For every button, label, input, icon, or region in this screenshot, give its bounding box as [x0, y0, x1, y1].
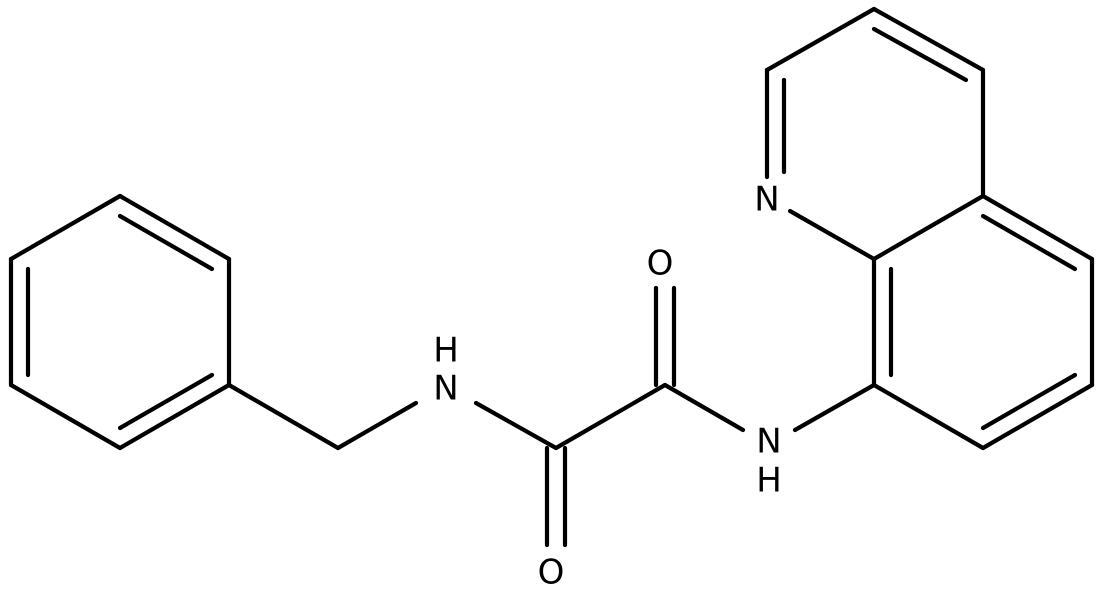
bond: [980, 382, 1095, 451]
benzene-ring: [8, 193, 232, 451]
bond: [117, 193, 232, 262]
bond: [871, 6, 986, 73]
quinoline-benzo-ring: [871, 193, 1095, 451]
amide-nitrogen-label: N: [756, 422, 781, 462]
quinoline-nitrogen-label: N: [754, 180, 779, 220]
double-bond-inner: [871, 26, 969, 83]
bond: [764, 6, 877, 73]
bond: [8, 382, 123, 451]
amide-hydrogen-label: H: [433, 331, 459, 371]
bond: [117, 382, 232, 451]
bond: [980, 193, 1095, 262]
amide-hydrogen-label: H: [756, 461, 782, 501]
quinoline-pyridine-ring: [764, 6, 986, 262]
bond: [871, 193, 986, 262]
bond: [335, 400, 419, 451]
double-bond-inner: [980, 372, 1078, 431]
double-bond-inner: [980, 213, 1078, 272]
bond: [473, 400, 559, 451]
bond: [871, 382, 986, 451]
carbonyl-oxygen-label: O: [647, 244, 674, 284]
bond: [792, 382, 877, 433]
amide-nitrogen-label: N: [433, 369, 458, 409]
bond: [662, 382, 746, 433]
bond: [226, 382, 341, 451]
double-bond-inner: [117, 372, 215, 431]
bond: [8, 193, 123, 262]
double-bond-inner: [117, 213, 215, 272]
bond: [787, 208, 877, 262]
amide-chain: [226, 285, 877, 548]
carbonyl-oxygen-label: O: [538, 553, 565, 593]
bond: [553, 382, 668, 451]
